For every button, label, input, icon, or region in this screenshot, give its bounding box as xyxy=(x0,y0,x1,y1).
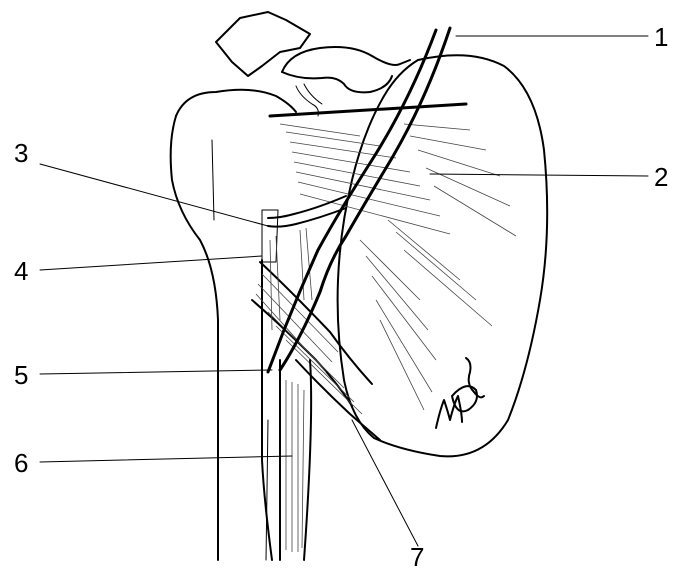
leader-line-4 xyxy=(40,256,262,270)
leader-line-3 xyxy=(40,164,268,226)
label-1: 1 xyxy=(654,22,668,52)
leader-line-7 xyxy=(352,420,418,546)
teres-muscles xyxy=(252,210,380,440)
label-3: 3 xyxy=(14,138,28,168)
humerus xyxy=(171,90,296,560)
label-5: 5 xyxy=(14,360,28,390)
label-6: 6 xyxy=(14,448,28,478)
infraspinatus-muscle xyxy=(280,124,516,410)
label-4: 4 xyxy=(14,256,28,286)
label-7: 7 xyxy=(410,542,424,571)
artist-signature xyxy=(436,358,484,428)
leader-line-5 xyxy=(40,370,272,374)
suprascapular-nerve xyxy=(268,28,450,372)
label-2: 2 xyxy=(654,162,668,192)
leader-line-2 xyxy=(430,174,648,176)
leader-line-6 xyxy=(40,456,292,462)
